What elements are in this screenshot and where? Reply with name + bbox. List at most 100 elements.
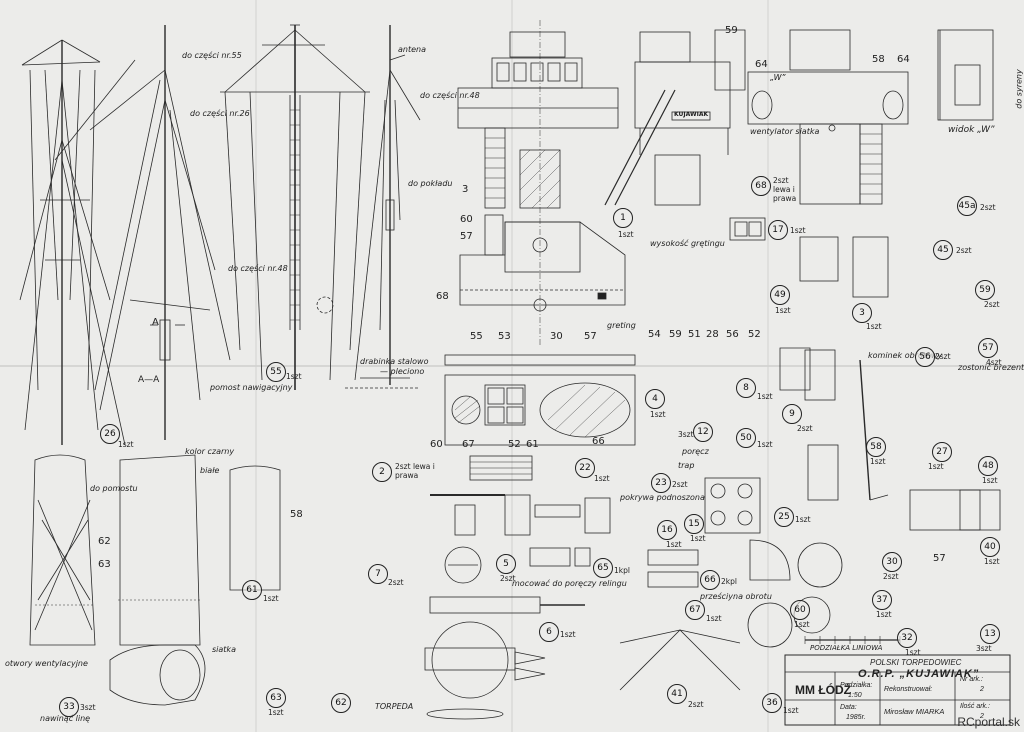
part-bubble: 65 <box>593 558 613 578</box>
part-qty: 1szt <box>870 457 886 466</box>
label-pokrywa: pokrywa podnoszona <box>620 493 705 502</box>
watermark: RCportal.sk <box>957 715 1020 729</box>
part-bubble: 40 <box>980 537 1000 557</box>
label-kolor-czarny: kolor czarny <box>185 447 235 456</box>
part-qty: 1szt <box>928 462 944 471</box>
part-bubble: 25 <box>774 507 794 527</box>
part-callout: 62 <box>98 536 111 547</box>
label-porecz: poręcz <box>682 447 709 456</box>
part-bubble: 56 <box>915 347 935 367</box>
part-qty: 1szt <box>560 630 576 639</box>
part-bubble: 68 <box>751 176 771 196</box>
part-qty: 1szt <box>286 372 302 381</box>
part-qty: 1kpl <box>614 566 630 575</box>
part-qty: 2szt <box>935 352 951 361</box>
label-pomost: pomost nawigacyjny <box>210 383 293 392</box>
part-qty: 1szt <box>783 706 799 715</box>
label-do-pokladu: do pokładu <box>408 179 453 188</box>
part-bubble: 55 <box>266 362 286 382</box>
part-bubble: 36 <box>762 693 782 713</box>
label-do-czesci-26: do części nr.26 <box>190 109 250 118</box>
part-bubble: 12 <box>693 422 713 442</box>
part-callout: 57 <box>584 331 597 342</box>
label-greting: greting <box>607 321 636 330</box>
part-bubble: 58 <box>866 437 886 457</box>
part-qty: 1szt <box>690 534 706 543</box>
part-bubble: 5 <box>496 554 516 574</box>
part-qty: 1szt <box>263 594 279 603</box>
part-qty: 2szt <box>956 246 972 255</box>
part-qty: 1szt <box>982 476 998 485</box>
part-bubble: 45a <box>957 196 977 216</box>
part-qty: 1szt <box>905 648 921 657</box>
label-wentylator: wentylator siatka <box>750 127 820 136</box>
title-scale-label: Podziałka: <box>840 682 873 689</box>
part-callout: 53 <box>498 331 511 342</box>
label-w-arrow: „W” <box>770 73 786 82</box>
label-do-pomostu: do pomostu <box>90 484 138 493</box>
part-bubble: 4 <box>645 389 665 409</box>
part-bubble: 41 <box>667 684 687 704</box>
part-callout: 59 <box>725 25 738 36</box>
label-przeszczone: prześciyna obrotu <box>700 592 772 601</box>
part-callout: 28 <box>706 329 719 340</box>
label-drabinka: drabinka stalowo <box>360 357 429 366</box>
part-qty: 1szt <box>866 322 882 331</box>
part-bubble: 57 <box>978 338 998 358</box>
part-callout: 30 <box>550 331 563 342</box>
part-bubble: 2 <box>372 462 392 482</box>
part-bubble: 27 <box>932 442 952 462</box>
label-mocowac: mocować do poręczy relingu <box>512 579 627 588</box>
part-qty: 2szt lewa i prawa <box>773 176 797 203</box>
label-pieciono: — pleciono <box>380 367 425 376</box>
part-qty: 2szt <box>388 578 404 587</box>
part-qty: 3szt <box>976 644 992 653</box>
part-bubble: 61 <box>242 580 262 600</box>
part-qty: 1szt <box>757 392 773 401</box>
label-torpeda: TORPEDA <box>375 702 414 711</box>
label-wysokosc: wysokość grętingu <box>650 239 725 248</box>
title-scale-value: 1:50 <box>848 692 862 699</box>
part-bubble: 1 <box>613 208 633 228</box>
label-kujawiak-sign: KUJAWIAK <box>674 111 709 118</box>
part-qty: 1szt <box>118 440 134 449</box>
part-bubble: 50 <box>736 428 756 448</box>
title-sheets: 2 <box>980 713 984 720</box>
part-callout: 63 <box>98 559 111 570</box>
part-callout: 68 <box>436 291 449 302</box>
label-section-aa: A—A <box>138 375 160 385</box>
part-callout: 52 <box>748 329 761 340</box>
label-do-czesci-55: do części nr.55 <box>182 51 242 60</box>
label-antena: antena <box>398 45 427 54</box>
label-podzialka: PODZIAŁKA LINIOWA <box>810 644 883 652</box>
part-bubble: 45 <box>933 240 953 260</box>
title-sheet-no: 2 <box>980 686 984 693</box>
part-bubble: 67 <box>685 600 705 620</box>
part-bubble: 7 <box>368 564 388 584</box>
part-callout: 3 <box>462 184 469 195</box>
part-callout: 52 <box>508 439 521 450</box>
part-bubble: 60 <box>790 600 810 620</box>
part-callout: 54 <box>648 329 661 340</box>
part-bubble: 3 <box>852 303 872 323</box>
title-sheets-label: Ilość ark.: <box>960 703 990 710</box>
part-qty: 3szt <box>80 703 96 712</box>
part-qty: 1szt <box>790 226 806 235</box>
label-nawinac: nawinąć linę <box>40 714 91 723</box>
part-qty: 4szt <box>986 358 1002 367</box>
part-callout: 59 <box>669 329 682 340</box>
part-qty: 2kpl <box>721 577 737 586</box>
part-callout: 64 <box>755 59 768 70</box>
part-qty: 1szt <box>795 515 811 524</box>
part-callout: 51 <box>688 329 701 340</box>
part-qty: 2szt <box>797 424 813 433</box>
title-heading: POLSKI TORPEDOWIEC <box>870 658 962 667</box>
part-qty: 2szt <box>672 480 688 489</box>
title-sheet-no-label: Nr ark.: <box>960 676 983 683</box>
part-qty: 2szt <box>500 574 516 583</box>
part-callout: 56 <box>726 329 739 340</box>
part-callout: 60 <box>460 214 473 225</box>
part-callout: 57 <box>460 231 473 242</box>
